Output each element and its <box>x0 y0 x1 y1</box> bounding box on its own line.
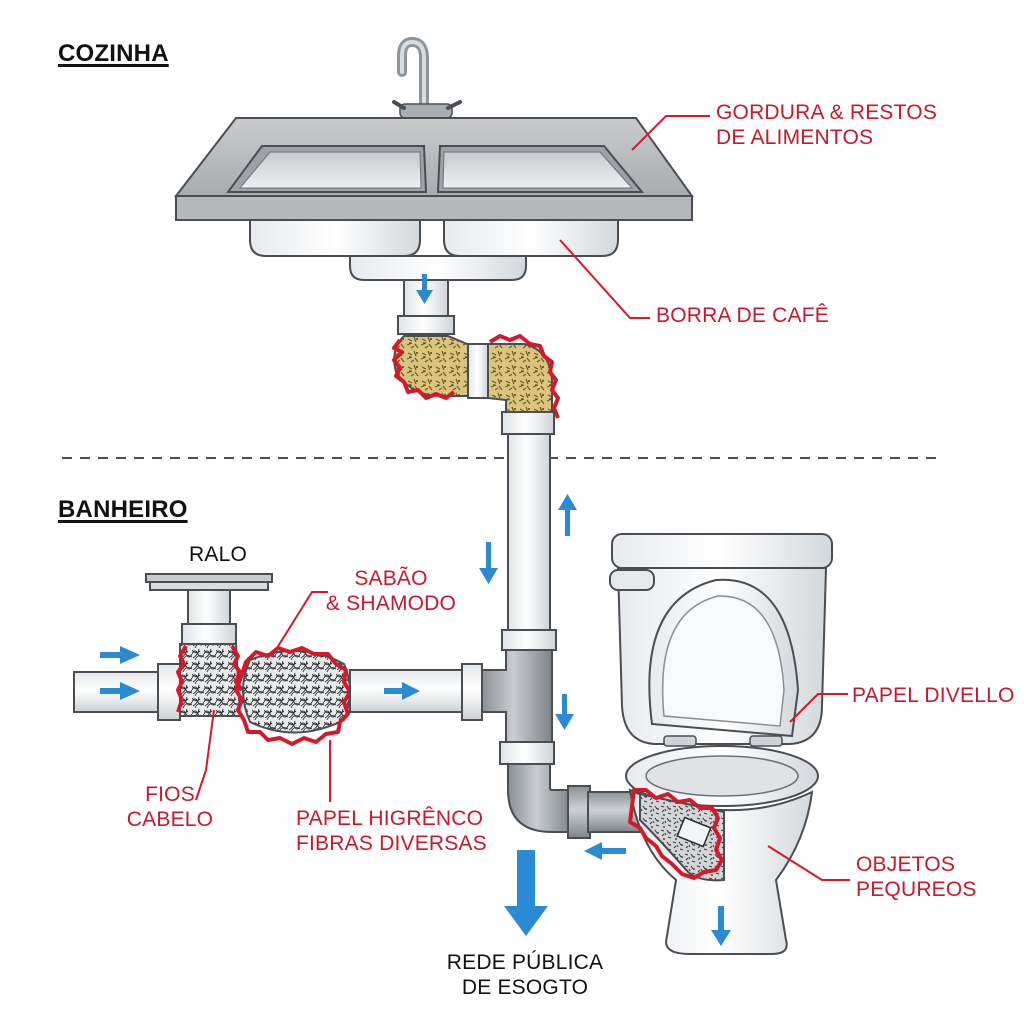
main-junction <box>481 649 641 839</box>
label-coffee-grounds: BORRA DE CAFÊ <box>656 304 829 327</box>
flow-arrows <box>100 274 731 946</box>
label-toilet-paper: PAPEL DIVELLO <box>852 684 1015 707</box>
section-title-bathroom: BANHEIRO <box>58 496 188 523</box>
label-grease: GORDURA & RESTOS DE ALIMENTOS <box>716 101 938 150</box>
clog-outline-toilet <box>628 788 724 880</box>
label-paper-fibers: PAPEL HIGRÊNCO FIBRAS DIVERSAS <box>296 807 487 856</box>
leader-lines <box>195 115 850 881</box>
clog-outline-hairball <box>234 646 352 746</box>
label-public-sewer: REDE PÚBLICA DE ESOGTO <box>446 951 604 1000</box>
label-drain: RALO <box>189 543 247 566</box>
bathroom-horizontal-pipe <box>73 643 483 746</box>
clog-outline-kitchen-2 <box>488 334 560 419</box>
section-title-kitchen: COZINHA <box>58 40 169 67</box>
clog-outline-kitchen-1 <box>392 338 456 400</box>
floor-drain-ralo <box>145 573 273 645</box>
label-hair: FIOS CABELO <box>126 783 214 832</box>
label-soap-shampoo: SABÃO & SHAMODO <box>325 567 457 616</box>
toilet <box>609 533 833 955</box>
kitchen-sink <box>173 36 694 281</box>
label-small-objects: OBJETOS PEQUREOS <box>856 853 977 902</box>
